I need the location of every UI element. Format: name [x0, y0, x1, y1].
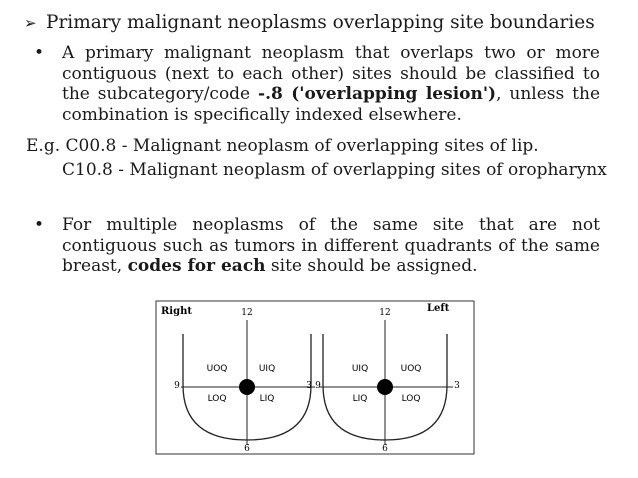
clock-6-right: 6	[382, 444, 388, 454]
label-left: Left	[427, 303, 450, 314]
quadrant-liq-right: LIQ	[353, 394, 368, 404]
arrow-bullet-icon: ➢	[24, 14, 37, 32]
example-line-1: E.g. C00.8 - Malignant neoplasm of overl…	[26, 136, 539, 156]
bullet-overlapping-lesion: A primary malignant neoplasm that overla…	[62, 43, 600, 125]
nipple-marker-right	[377, 379, 393, 395]
bullet1-text-b: , unless the combination is specifically…	[62, 84, 600, 125]
label-right: Right	[161, 306, 192, 317]
bullet2-text-a: For multiple neoplasms of the same site …	[62, 215, 600, 276]
bullet1-code: -.8 ('overlapping lesion')	[258, 84, 497, 104]
quadrant-liq-left: LIQ	[260, 394, 275, 404]
bullet2-text-b: site should be assigned.	[265, 256, 478, 276]
clock-9-left: 9	[174, 381, 180, 391]
breast-outline-right	[319, 320, 453, 445]
bullet2-bold: codes for each	[127, 256, 266, 276]
breast-quadrant-diagram: Right Left 12 9 3 6 UOQ UIQ LOQ LIQ	[155, 300, 475, 455]
quadrant-loq-left: LOQ	[208, 394, 227, 404]
clock-3-right: 3	[454, 381, 460, 391]
clock-12-left: 12	[241, 308, 252, 318]
bullet-multiple-neoplasms: For multiple neoplasms of the same site …	[62, 215, 600, 277]
slide-heading: ➢ Primary malignant neoplasms overlapping…	[24, 12, 595, 34]
bullet1-text-a: A primary malignant neoplasm that overla…	[62, 43, 600, 104]
example-line-2: C10.8 - Malignant neoplasm of overlappin…	[62, 160, 607, 180]
bullet-icon: •	[34, 43, 45, 63]
quadrant-uoq-right: UOQ	[401, 364, 422, 374]
quadrant-loq-right: LOQ	[402, 394, 421, 404]
diagram-frame	[155, 300, 475, 455]
clock-3-left: 3	[306, 381, 312, 391]
quadrant-uoq-left: UOQ	[207, 364, 228, 374]
quadrant-uiq-left: UIQ	[259, 364, 275, 374]
bullet-icon: •	[34, 215, 45, 235]
clock-9-right: 9	[315, 381, 321, 391]
clock-12-right: 12	[379, 308, 390, 318]
heading-text: Primary malignant neoplasms overlapping …	[46, 12, 595, 33]
quadrant-uiq-right: UIQ	[352, 364, 368, 374]
nipple-marker-left	[239, 379, 255, 395]
clock-6-left: 6	[244, 444, 250, 454]
breast-outline-left	[181, 320, 315, 445]
